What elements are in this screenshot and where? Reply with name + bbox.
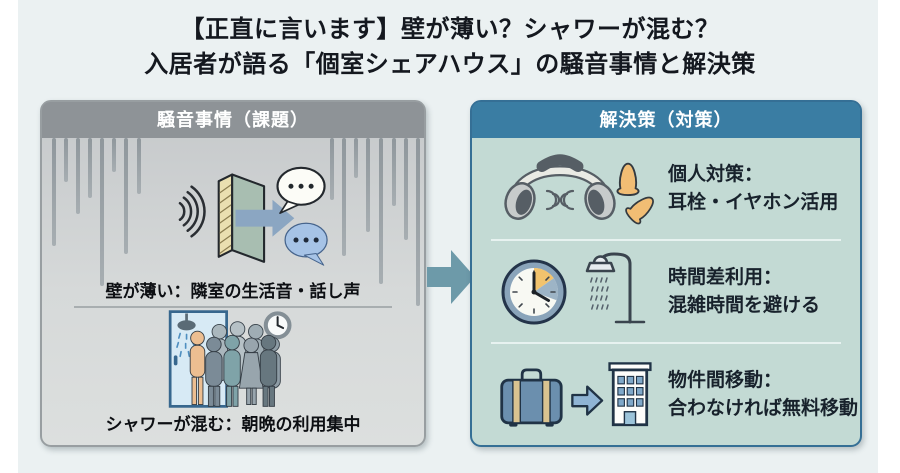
problems-divider <box>74 306 392 308</box>
solution-personal-line1: 個人対策： <box>668 163 764 185</box>
problem-item-shower-crowd: シャワーが混む：朝晩の利用集中 <box>42 308 424 445</box>
sound-streak <box>76 138 80 214</box>
sound-streak <box>416 138 420 306</box>
solution-time-line2: 混雑時間を避ける <box>668 294 821 316</box>
solutions-divider-1 <box>491 239 841 241</box>
shower-crowd-clock-icon <box>168 310 292 408</box>
sound-streak <box>88 138 92 198</box>
problem-caption-shower-crowd: シャワーが混む：朝晩の利用集中 <box>105 415 361 434</box>
sound-streak <box>366 138 370 232</box>
sound-streak <box>404 138 408 240</box>
sound-streak <box>330 138 334 200</box>
sound-streak <box>392 138 396 206</box>
title-line-2: 入居者が語る「個室シェアハウス」の騒音事情と解決策 <box>144 51 756 78</box>
solution-item-relocation: 物件間移動： 合わなければ無料移動 <box>472 344 860 445</box>
solution-text-relocation: 物件間移動： 合わなければ無料移動 <box>668 367 858 423</box>
page-title: 【正直に言います】壁が薄い？シャワーが混む？ 入居者が語る「個室シェアハウス」の… <box>0 12 900 82</box>
thin-wall-speech-icon <box>178 166 328 266</box>
solution-text-personal: 個人対策： 耳栓・イヤホン活用 <box>668 161 838 217</box>
solution-time-line1: 時間差利用： <box>668 266 783 288</box>
solutions-header: 解決策（対策） <box>472 102 860 138</box>
sound-streak <box>137 138 141 194</box>
sound-streak <box>64 138 68 182</box>
solution-text-time-shift: 時間差利用： 混雑時間を避ける <box>668 264 820 320</box>
headphones-earplugs-icon <box>498 147 656 231</box>
title-line-1: 【正直に言います】壁が薄い？シャワーが混む？ <box>180 16 720 43</box>
sound-streak <box>52 138 56 246</box>
problem-caption-thin-wall: 壁が薄い：隣室の生活音・話し声 <box>105 282 361 301</box>
suitcase-building-icon <box>498 353 656 437</box>
problem-item-thin-wall: 壁が薄い：隣室の生活音・話し声 <box>42 138 424 306</box>
sound-streak <box>112 138 116 172</box>
solution-item-personal: 個人対策： 耳栓・イヤホン活用 <box>472 138 860 239</box>
sound-streak <box>342 138 346 256</box>
clock-shower-icon <box>498 250 656 334</box>
solution-relocation-line2: 合わなければ無料移動 <box>668 397 859 419</box>
problems-header: 騒音事情（課題） <box>42 102 424 138</box>
sound-streak <box>124 138 128 254</box>
problems-to-solutions-arrow-icon <box>427 250 475 304</box>
problems-panel: 騒音事情（課題） <box>40 100 426 447</box>
sound-streak <box>379 138 383 284</box>
solutions-divider-2 <box>491 342 841 344</box>
solution-relocation-line1: 物件間移動： <box>668 369 783 391</box>
solutions-panel: 解決策（対策） <box>470 100 862 447</box>
sound-streak <box>354 138 358 178</box>
solution-item-time-shift: 時間差利用： 混雑時間を避ける <box>472 241 860 342</box>
sound-streak <box>100 138 104 286</box>
solution-personal-line2: 耳栓・イヤホン活用 <box>668 191 839 213</box>
